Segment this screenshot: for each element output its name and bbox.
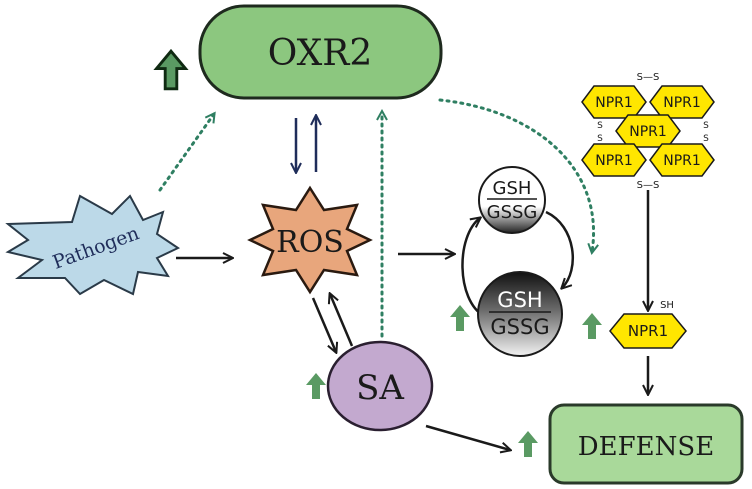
ros-node: ROS	[247, 185, 373, 295]
gsh-bottom-numerator: GSH	[497, 288, 542, 312]
npr1-oligomer-hex-bottom-left	[581, 143, 647, 177]
oxr2-to-gsh-dotted-arrow	[438, 98, 594, 252]
oxr2-label: OXR2	[268, 33, 373, 74]
npr1-oligomer-label-middle: NPR1	[629, 124, 667, 140]
pathogen-burst	[5, 194, 181, 296]
sa-up-arrow-icon	[306, 373, 326, 399]
sa-node: SA	[326, 340, 434, 432]
sa-to-defense-arrow	[425, 424, 510, 450]
npr1-oligomer-label-top-right: NPR1	[663, 95, 701, 111]
npr1-monomer-label: NPR1	[628, 322, 668, 340]
ros-to-sa-arrow	[311, 297, 336, 352]
defense-node: DEFENSE	[548, 403, 744, 485]
sa-label: SA	[356, 368, 404, 408]
npr1-oligomer-label-bottom-right: NPR1	[663, 153, 701, 169]
gsh-up-arrow-icon	[450, 305, 470, 331]
defense-box	[548, 403, 744, 485]
oxr2-node: OXR2	[198, 4, 443, 100]
gsh-gssg-top-circle	[478, 166, 546, 234]
npr1-sulfur-left-1: S	[597, 121, 603, 131]
gsh-bottom-denominator: GSSG	[490, 315, 549, 339]
pathogen-to-oxr2-dotted-arrow	[158, 114, 214, 192]
sa-to-ros-arrow	[330, 294, 354, 347]
ros-star	[247, 185, 373, 295]
npr1-thiol-label: SH	[660, 300, 674, 311]
oxr2-up-arrow-icon	[155, 49, 187, 91]
gsh-gssg-bottom-circle	[477, 271, 563, 357]
npr1-sulfur-left-2: S	[597, 134, 603, 144]
npr1-oligomer-label-bottom-left: NPR1	[595, 153, 633, 169]
npr1-oligomer-hex-top-left	[581, 85, 647, 119]
npr1-sulfur-right-2: S	[703, 134, 709, 144]
npr1-up-arrow-icon	[582, 313, 602, 339]
npr1-oligomer-hex-bottom-right	[649, 143, 715, 177]
defense-label: DEFENSE	[578, 432, 714, 462]
gsh-gssg-bottom-node: GSH GSSG	[477, 271, 563, 357]
npr1-disulfide-bottom: S—S	[637, 180, 660, 191]
ros-label: ROS	[276, 225, 344, 260]
gsh-cycle-left-arrow	[461, 218, 485, 318]
npr1-disulfide-top: S—S	[637, 72, 660, 83]
oxr2-pill	[198, 4, 443, 100]
npr1-monomer-node: NPR1 SH	[609, 300, 687, 349]
gsh-gssg-top-node: GSH GSSG	[478, 166, 546, 234]
pathogen-node: Pathogen	[5, 194, 181, 296]
gsh-top-numerator: GSH	[493, 178, 532, 199]
gsh-top-denominator: GSSG	[487, 202, 538, 223]
npr1-monomer-hex	[609, 313, 687, 349]
npr1-oligomer-label-top-left: NPR1	[595, 95, 633, 111]
npr1-sulfur-right-1: S	[703, 121, 709, 131]
gsh-cycle-right-arrow	[545, 210, 574, 288]
defense-up-arrow-icon	[518, 431, 538, 457]
sa-ellipse	[326, 340, 434, 432]
npr1-oligomer: NPR1 NPR1 NPR1 NPR1 NPR1 S—S S—S S S S S	[581, 72, 715, 191]
